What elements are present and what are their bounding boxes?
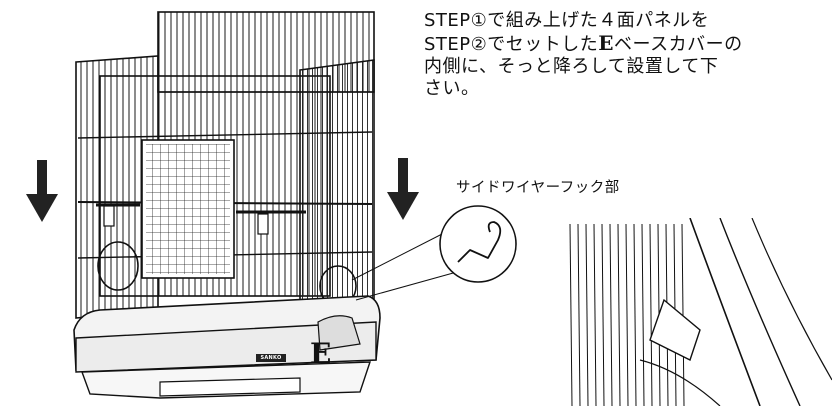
- side-wire-hook-label: サイドワイヤーフック部: [456, 180, 620, 196]
- down-arrow-left-icon: [26, 160, 58, 222]
- instruction-line-2: STEP②でセットしたEベースカバーの: [424, 32, 824, 56]
- instruction-line-3: 内側に、そっと降ろして設置して下: [424, 56, 719, 77]
- instruction-line-1: STEP①で組み上げた４面パネルを: [424, 10, 710, 31]
- e-base-mark: E: [598, 31, 615, 55]
- instruction-line-2-end: ベースカバーの: [614, 34, 743, 55]
- base-cover: [73, 295, 381, 399]
- detail-inset-illustration: [562, 218, 832, 406]
- instruction-line-2-start: STEP②でセットした: [424, 34, 599, 55]
- cage-panels: [75, 11, 375, 319]
- hook-zoom-icon: [439, 205, 517, 283]
- instruction-line-4: さい。: [424, 78, 480, 99]
- instruction-text: STEP①で組み上げた４面パネルを STEP②でセットしたEベースカバーの 内側…: [424, 10, 824, 100]
- base-e-mark: E: [310, 337, 332, 370]
- down-arrow-right-icon: [387, 158, 419, 220]
- brand-plate: SANKO: [256, 354, 286, 362]
